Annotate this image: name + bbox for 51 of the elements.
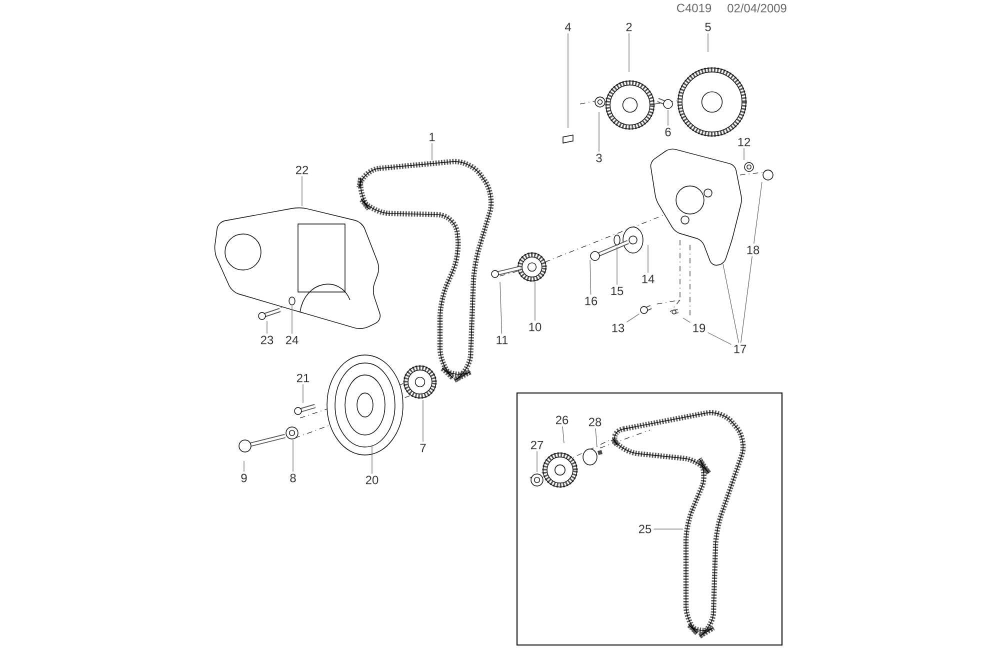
date-text: 02/04/2009 [728,4,786,12]
leader-line [292,440,294,472]
callout-number: 19 [693,324,706,332]
callout-number: 11 [496,336,508,344]
callout-number: 9 [241,474,247,482]
callout-number: 5 [705,22,711,32]
leader-line [534,282,536,321]
callout-number: 16 [585,296,598,306]
leader-line [628,32,630,72]
leader-line [653,528,684,530]
callout-number: 21 [296,374,310,382]
callout-number: 2 [626,22,632,32]
callout-number: 27 [530,440,544,450]
callout-number: 10 [529,322,542,332]
leader-line [682,318,691,323]
leader-line [722,264,740,344]
callout-number: 4 [564,22,571,32]
leader-line [740,256,752,344]
callout-number: 23 [260,336,274,344]
leader-line [302,384,304,404]
leader-line [616,246,618,286]
leader-line [754,182,762,244]
callout-number: 25 [638,524,652,534]
leader-line [536,450,538,472]
callout-number: 6 [665,128,671,136]
callout-number: 26 [556,416,568,424]
callout-number: 14 [642,274,654,284]
callout-number: 15 [611,286,624,296]
callout-number: 28 [588,418,602,426]
leader-line [422,400,424,442]
callout-number: 17 [734,344,746,354]
leader-line [590,260,592,295]
leader-line [626,314,640,322]
inset-frame [516,392,783,646]
drawing-code: C4019 [677,4,712,12]
callout-number: 18 [747,246,760,254]
leader-line [595,428,598,448]
leader-line [562,426,564,444]
callout-number: 3 [596,154,602,162]
leader-line [598,112,600,152]
callout-number: 24 [286,336,298,344]
leader-line [500,282,502,334]
callout-number: 1 [430,132,435,142]
callout-number: 20 [366,476,378,484]
leader-line [266,320,268,334]
callout-number: 22 [296,166,308,174]
callout-number: 12 [738,138,750,146]
leader-line [707,332,732,345]
callout-number: 13 [612,324,624,332]
callout-number: 8 [290,474,296,482]
callout-number: 7 [420,444,426,452]
